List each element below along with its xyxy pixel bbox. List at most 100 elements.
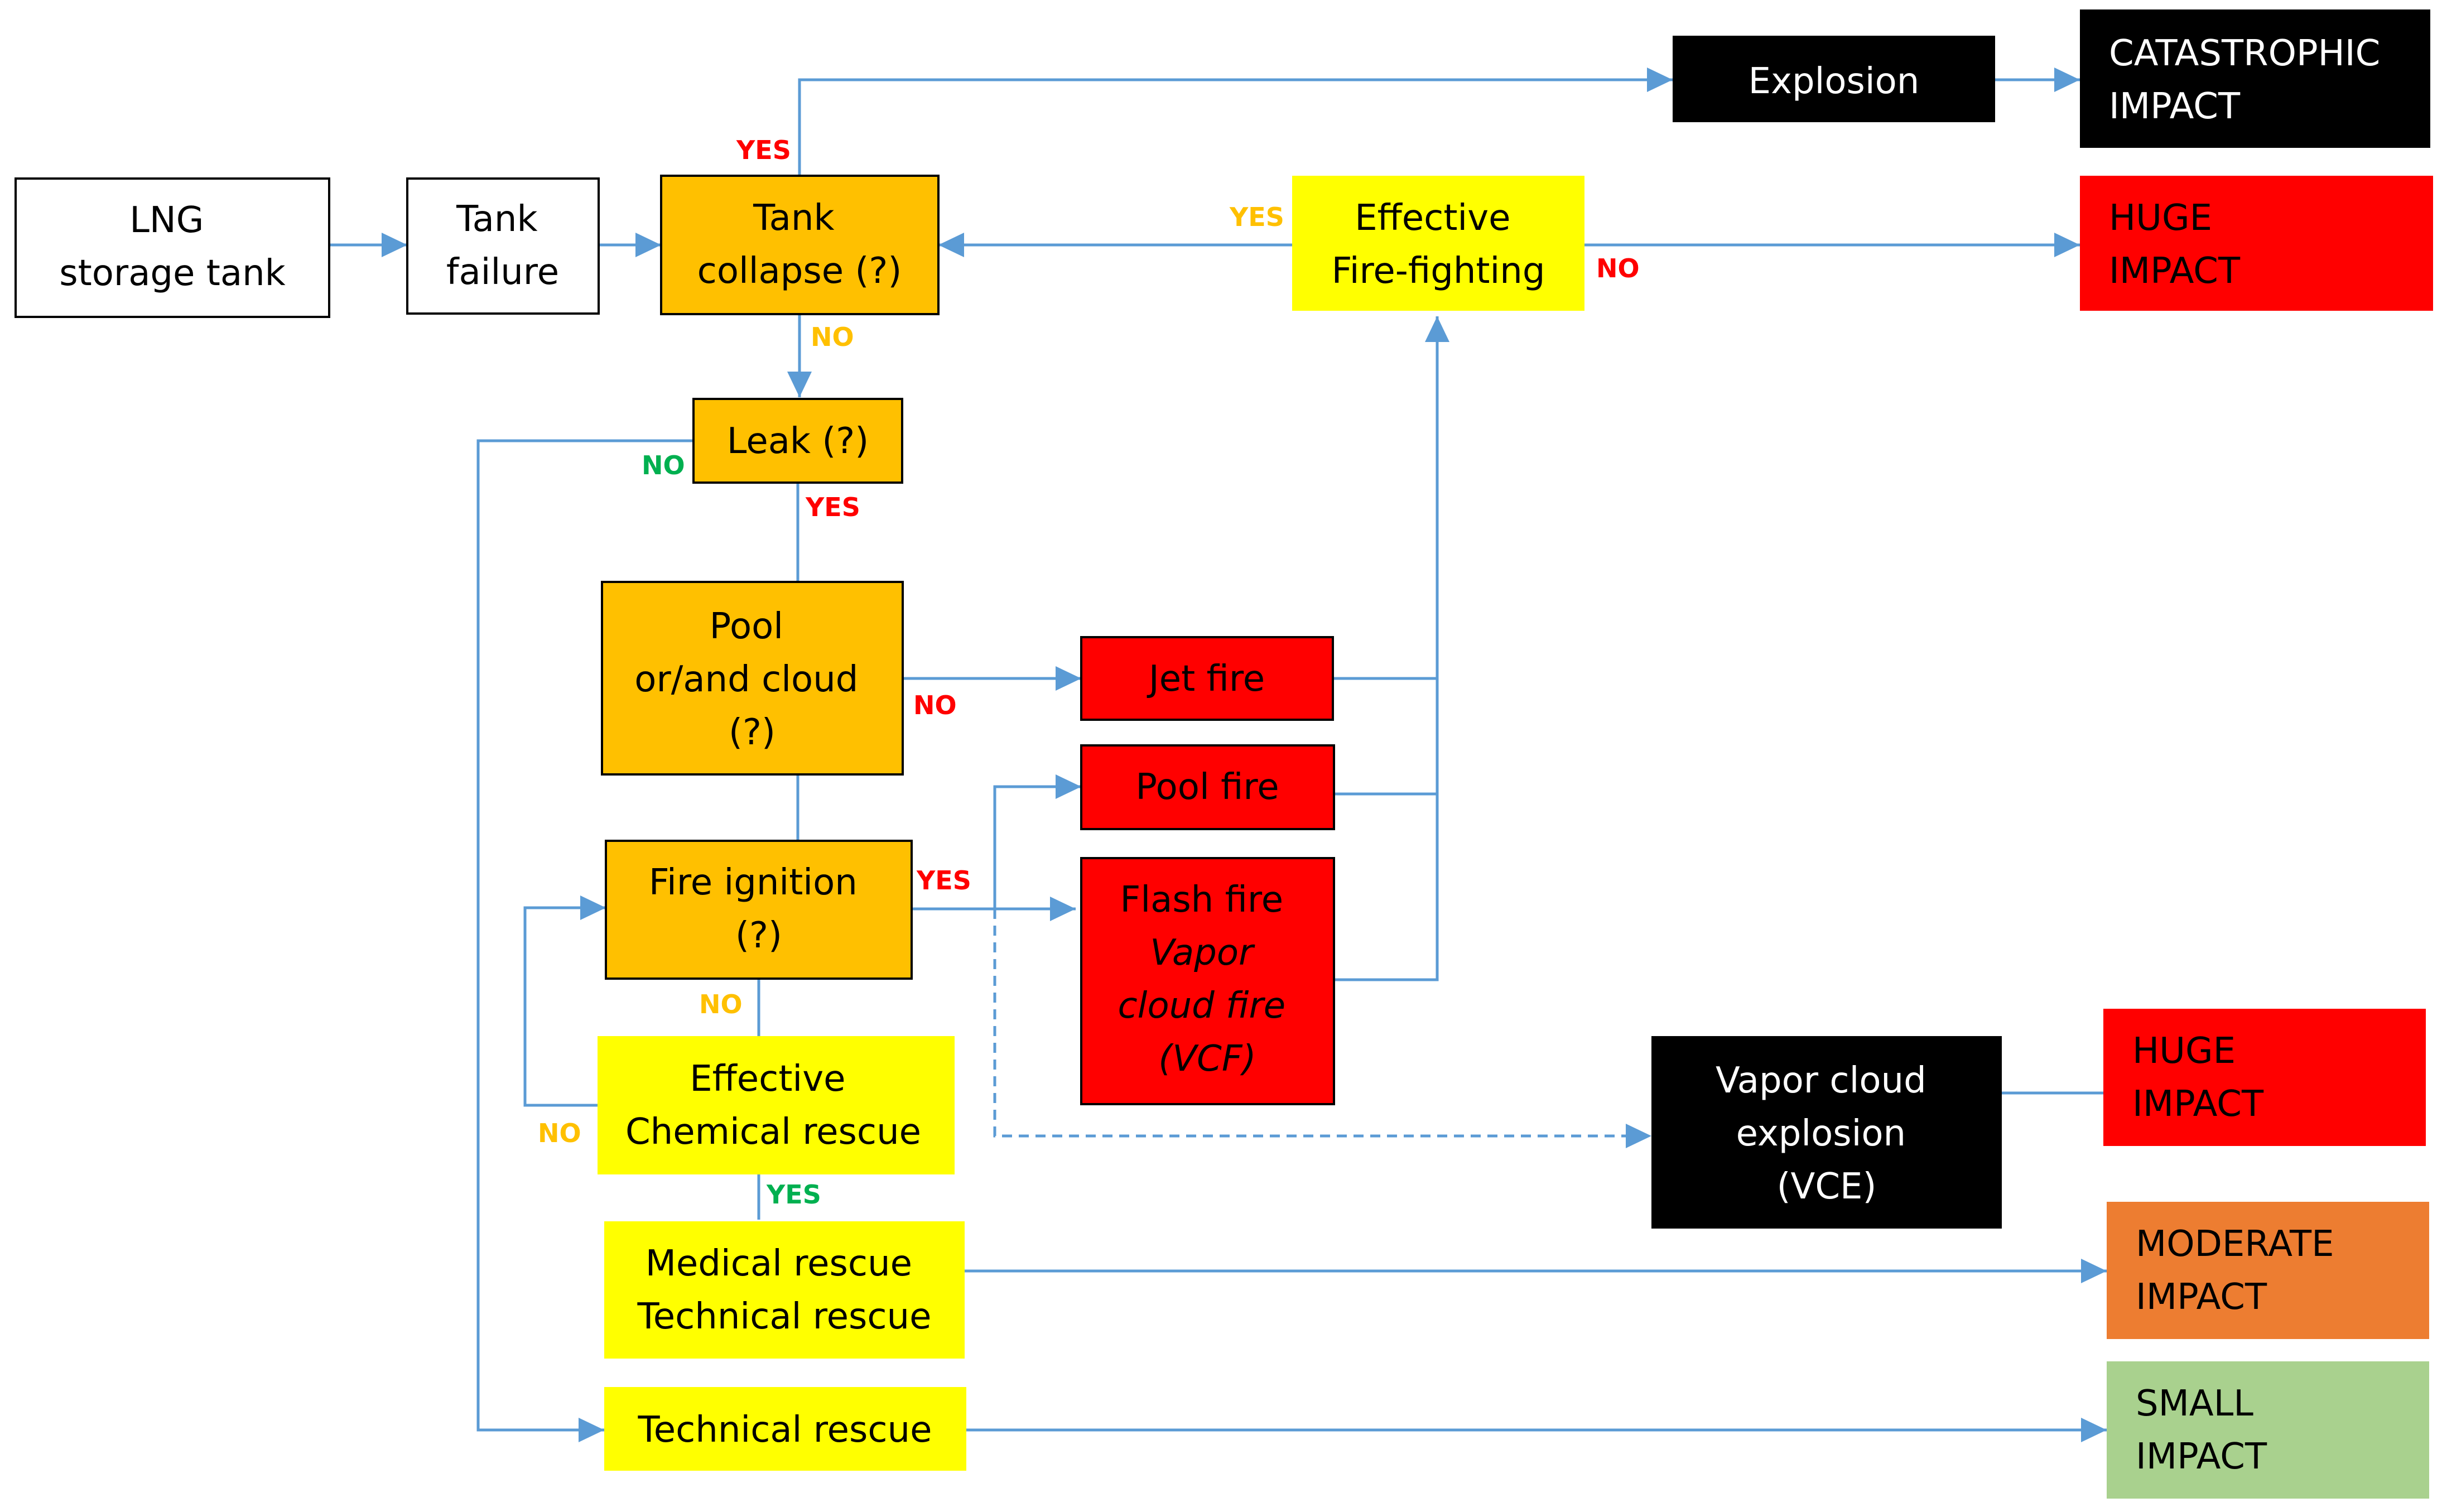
node-line: IMPACT (2132, 1084, 2264, 1125)
arrowhead (1626, 1124, 1651, 1148)
node-line: CATASTROPHIC (2109, 33, 2380, 74)
svg-text:Fire ignition (?): Fire ignition (?) (649, 862, 869, 956)
node-line: cloud fire (1118, 985, 1285, 1027)
arrowhead (1056, 666, 1081, 691)
svg-text:Explosion: Explosion (1749, 61, 1920, 102)
svg-text:Leak (?): Leak (?) (727, 421, 869, 462)
leak-node: Leak (?) (692, 398, 903, 484)
node-line: IMPACT (2109, 86, 2241, 127)
label-ff-no: NO (1596, 253, 1640, 283)
svg-text:Tank failure: Tank failure (446, 199, 559, 293)
node-line: HUGE (2109, 198, 2212, 239)
svg-text:Medical rescue Technic: Medical rescue Technical rescue (637, 1243, 932, 1337)
medical-technical-rescue-node: Medical rescue Technical rescue (604, 1221, 965, 1359)
node-line: Technical rescue (638, 1409, 932, 1451)
arrowhead (787, 372, 812, 397)
arrowhead (1050, 897, 1076, 921)
catastrophic-impact-node: CATASTROPHIC IMPACT (2080, 9, 2430, 148)
node-line: Flash fire (1120, 879, 1284, 921)
arrowhead (635, 233, 661, 257)
node-line: (?) (729, 712, 776, 753)
node-line: (?) (735, 915, 782, 956)
node-line: Vapor cloud (1716, 1060, 1926, 1101)
pool-fire-node: Pool fire (1080, 744, 1335, 830)
fire-ignition-node: Fire ignition (?) (605, 840, 913, 980)
node-line: LNG (129, 200, 204, 241)
label-collapse-yes: YES (736, 135, 791, 165)
svg-text:Pool fire: Pool fire (1135, 767, 1279, 808)
edge-ignition-to-poolfire (993, 785, 1081, 909)
label-pool-no: NO (913, 690, 957, 720)
node-line: Technical rescue (637, 1296, 932, 1337)
svg-text:Tank collapse (?): Tank collapse (?) (697, 198, 902, 292)
svg-text:HUGE IMPACT: HUGE IMPACT (2109, 198, 2241, 292)
node-line: Tank (753, 198, 834, 239)
edge-collapse-to-explosion (798, 78, 1673, 176)
node-line: IMPACT (2109, 251, 2241, 292)
effective-fire-fighting-node: Effective Fire-fighting (1292, 176, 1584, 311)
node-line: collapse (?) (697, 251, 902, 292)
arrowhead (2054, 233, 2080, 257)
edge-fires-to-ff (1333, 316, 1439, 981)
pool-cloud-node: Pool or/and cloud (?) (601, 581, 904, 776)
svg-text:Effective Fire-fightin: Effective Fire-fighting (1332, 198, 1545, 292)
node-line: (VCE) (1777, 1166, 1877, 1207)
svg-text:Vapor cloud explosion: Vapor cloud explosion (VCE) (1716, 1060, 1938, 1207)
node-line: or/and cloud (634, 659, 858, 700)
edge-ignition-to-vce (993, 909, 1651, 1138)
arrowhead (2081, 1418, 2107, 1442)
jet-fire-node: Jet fire (1080, 636, 1334, 721)
label-collapse-no: NO (811, 322, 854, 352)
node-line: IMPACT (2136, 1436, 2267, 1477)
label-leak-no: NO (642, 450, 685, 480)
node-line: Fire-fighting (1332, 251, 1545, 292)
effective-chemical-rescue-node: Effective Chemical rescue (598, 1036, 955, 1174)
svg-text:Flash fire Vapor: Flash fire Vapor cloud fire (VCF) (1118, 879, 1297, 1080)
vce-node: Vapor cloud explosion (VCE) (1651, 1036, 2002, 1229)
arrowhead (1425, 316, 1449, 342)
technical-rescue-node: Technical rescue (604, 1387, 966, 1471)
node-line: Jet fire (1147, 658, 1265, 700)
label-ignition-yes: YES (916, 865, 971, 895)
edge-leak-to-tech (476, 439, 693, 1432)
svg-text:Effective Chemical res: Effective Chemical rescue (625, 1058, 921, 1153)
node-line: Leak (?) (727, 421, 869, 462)
huge-impact-node-2: HUGE IMPACT (2103, 1009, 2426, 1146)
node-line: MODERATE (2136, 1224, 2334, 1265)
flash-fire-node: Flash fire Vapor cloud fire (VCF) (1080, 857, 1335, 1105)
node-line: Explosion (1749, 61, 1920, 102)
arrowhead (2054, 68, 2080, 92)
node-line: Pool fire (1135, 767, 1279, 808)
arrowhead (1647, 68, 1673, 92)
tank-collapse-node: Tank collapse (?) (660, 175, 940, 315)
node-line: storage tank (59, 253, 285, 294)
svg-text:Jet fire: Jet fire (1147, 658, 1265, 700)
node-line: Fire ignition (649, 862, 858, 903)
node-line: Pool (710, 606, 783, 647)
node-line: IMPACT (2136, 1277, 2267, 1318)
tank-failure-node: Tank failure (406, 177, 600, 315)
node-line: Vapor (1150, 932, 1255, 974)
svg-text:MODERATE IMPACT: MODERATE IMPACT (2136, 1224, 2345, 1318)
explosion-node: Explosion (1673, 36, 1995, 122)
arrowhead (2081, 1259, 2107, 1283)
small-impact-node: SMALL IMPACT (2107, 1361, 2429, 1499)
svg-text:Pool or/and cloud: Pool or/and cloud (?) (634, 606, 869, 753)
arrowhead (382, 233, 407, 257)
arrowhead (1056, 774, 1081, 799)
huge-impact-node-1: HUGE IMPACT (2080, 176, 2433, 311)
svg-text:HUGE IMPACT: HUGE IMPACT (2132, 1031, 2264, 1125)
label-chem-no: NO (538, 1118, 581, 1148)
edge-chem-loop (523, 906, 606, 1107)
arrowhead (580, 895, 606, 920)
label-ignition-no: NO (699, 989, 743, 1019)
node-line: Medical rescue (646, 1243, 912, 1284)
node-line: Effective (690, 1058, 845, 1100)
svg-text:SMALL IMPACT: SMALL IMPACT (2136, 1383, 2267, 1477)
node-line: Effective (1355, 198, 1510, 239)
label-ff-yes: YES (1229, 202, 1284, 232)
node-line: SMALL (2136, 1383, 2253, 1424)
node-line: explosion (1736, 1113, 1906, 1154)
svg-text:LNG storage tank: LNG storage tank (59, 200, 285, 294)
